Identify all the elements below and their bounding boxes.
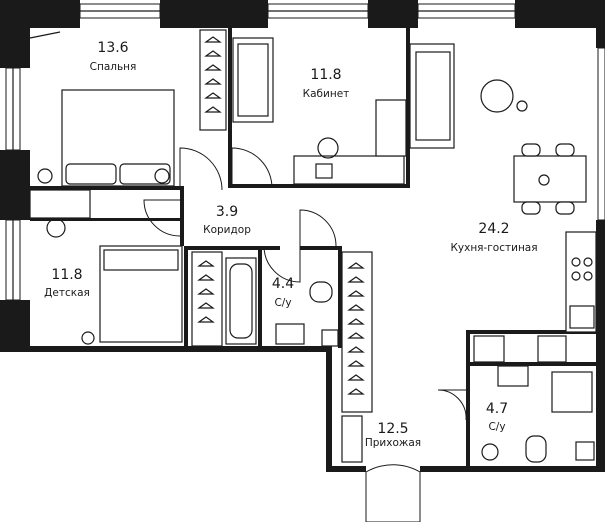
doors (143, 147, 467, 522)
kids-name: Детская (44, 287, 90, 299)
living-area: 24.2 (478, 221, 509, 237)
study-area: 11.8 (310, 67, 341, 83)
bath2-area: 4.7 (486, 401, 508, 417)
bath1-name: С/у (274, 297, 291, 309)
kids-area: 11.8 (51, 267, 82, 283)
bath1-area: 4.4 (272, 276, 294, 292)
bedroom-area: 13.6 (97, 40, 128, 56)
room-labels: 13.6 Спальня 11.8 Кабинет 3.9 Коридор 24… (44, 40, 537, 449)
hall-name: Прихожая (365, 437, 421, 449)
corridor-area: 3.9 (216, 204, 238, 220)
corridor-name: Коридор (203, 224, 251, 236)
walls (0, 0, 605, 472)
windows (5, 3, 605, 301)
living-name: Кухня-гостиная (450, 242, 537, 254)
furniture (29, 29, 597, 463)
bedroom-name: Спальня (90, 61, 137, 73)
hall-area: 12.5 (377, 421, 408, 437)
study-name: Кабинет (303, 88, 350, 100)
bath2-name: С/у (488, 421, 505, 433)
